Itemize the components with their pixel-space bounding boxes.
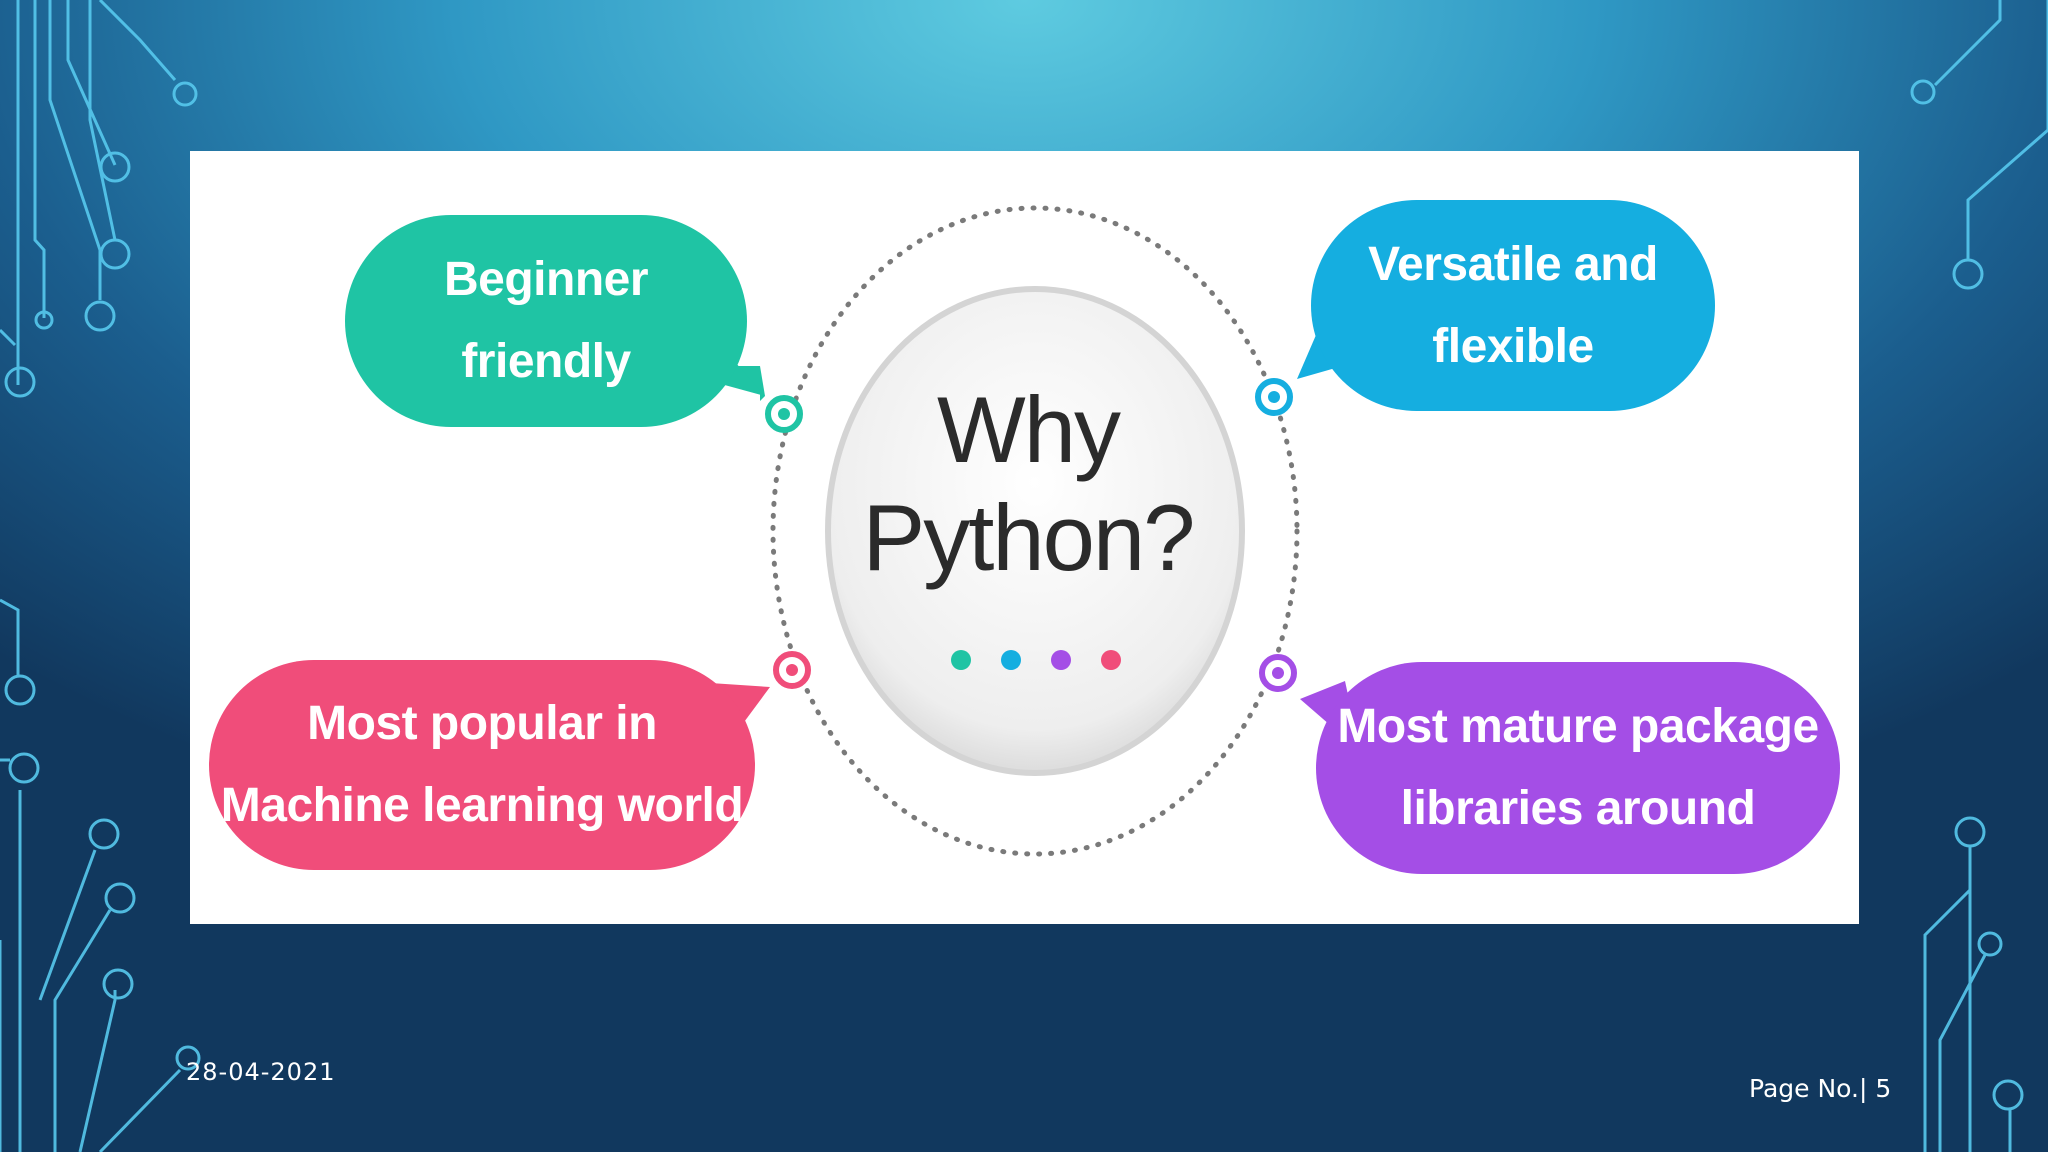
bubble-beginner-friendly: Beginner friendly bbox=[345, 215, 747, 427]
dot-purple-icon bbox=[1051, 650, 1071, 670]
bubble-most-popular-ml: Most popular in Machine learning world bbox=[209, 660, 755, 870]
bubble-line: libraries around bbox=[1400, 782, 1756, 835]
dot-pink-icon bbox=[1101, 650, 1121, 670]
bubble-line: Machine learning world bbox=[220, 779, 744, 832]
center-circle bbox=[825, 286, 1245, 776]
bubble-line: Beginner bbox=[443, 253, 649, 306]
center-title-line1: Why bbox=[937, 377, 1121, 482]
dotted-orbit bbox=[770, 205, 1300, 857]
footer-page-number: Page No.| 5 bbox=[1749, 1074, 1892, 1103]
bubble-line: friendly bbox=[461, 335, 631, 388]
bubble-line: flexible bbox=[1432, 319, 1594, 373]
dot-blue-icon bbox=[1001, 650, 1021, 670]
bubble-mature-packages: Most mature package libraries around bbox=[1316, 662, 1840, 874]
why-python-infographic: Why Python? Beginner friendly Versatile … bbox=[190, 151, 1859, 924]
center-title-line2: Python? bbox=[862, 485, 1196, 590]
bubble-line: Most mature package bbox=[1337, 700, 1819, 753]
bubble-line: Most popular in bbox=[307, 697, 657, 750]
footer-date: 28-04-2021 bbox=[186, 1058, 336, 1086]
bubble-versatile-flexible: Versatile and flexible bbox=[1311, 200, 1715, 411]
dot-teal-icon bbox=[951, 650, 971, 670]
center-title: Why Python? bbox=[828, 376, 1228, 592]
bubble-line: Versatile and bbox=[1368, 237, 1658, 291]
